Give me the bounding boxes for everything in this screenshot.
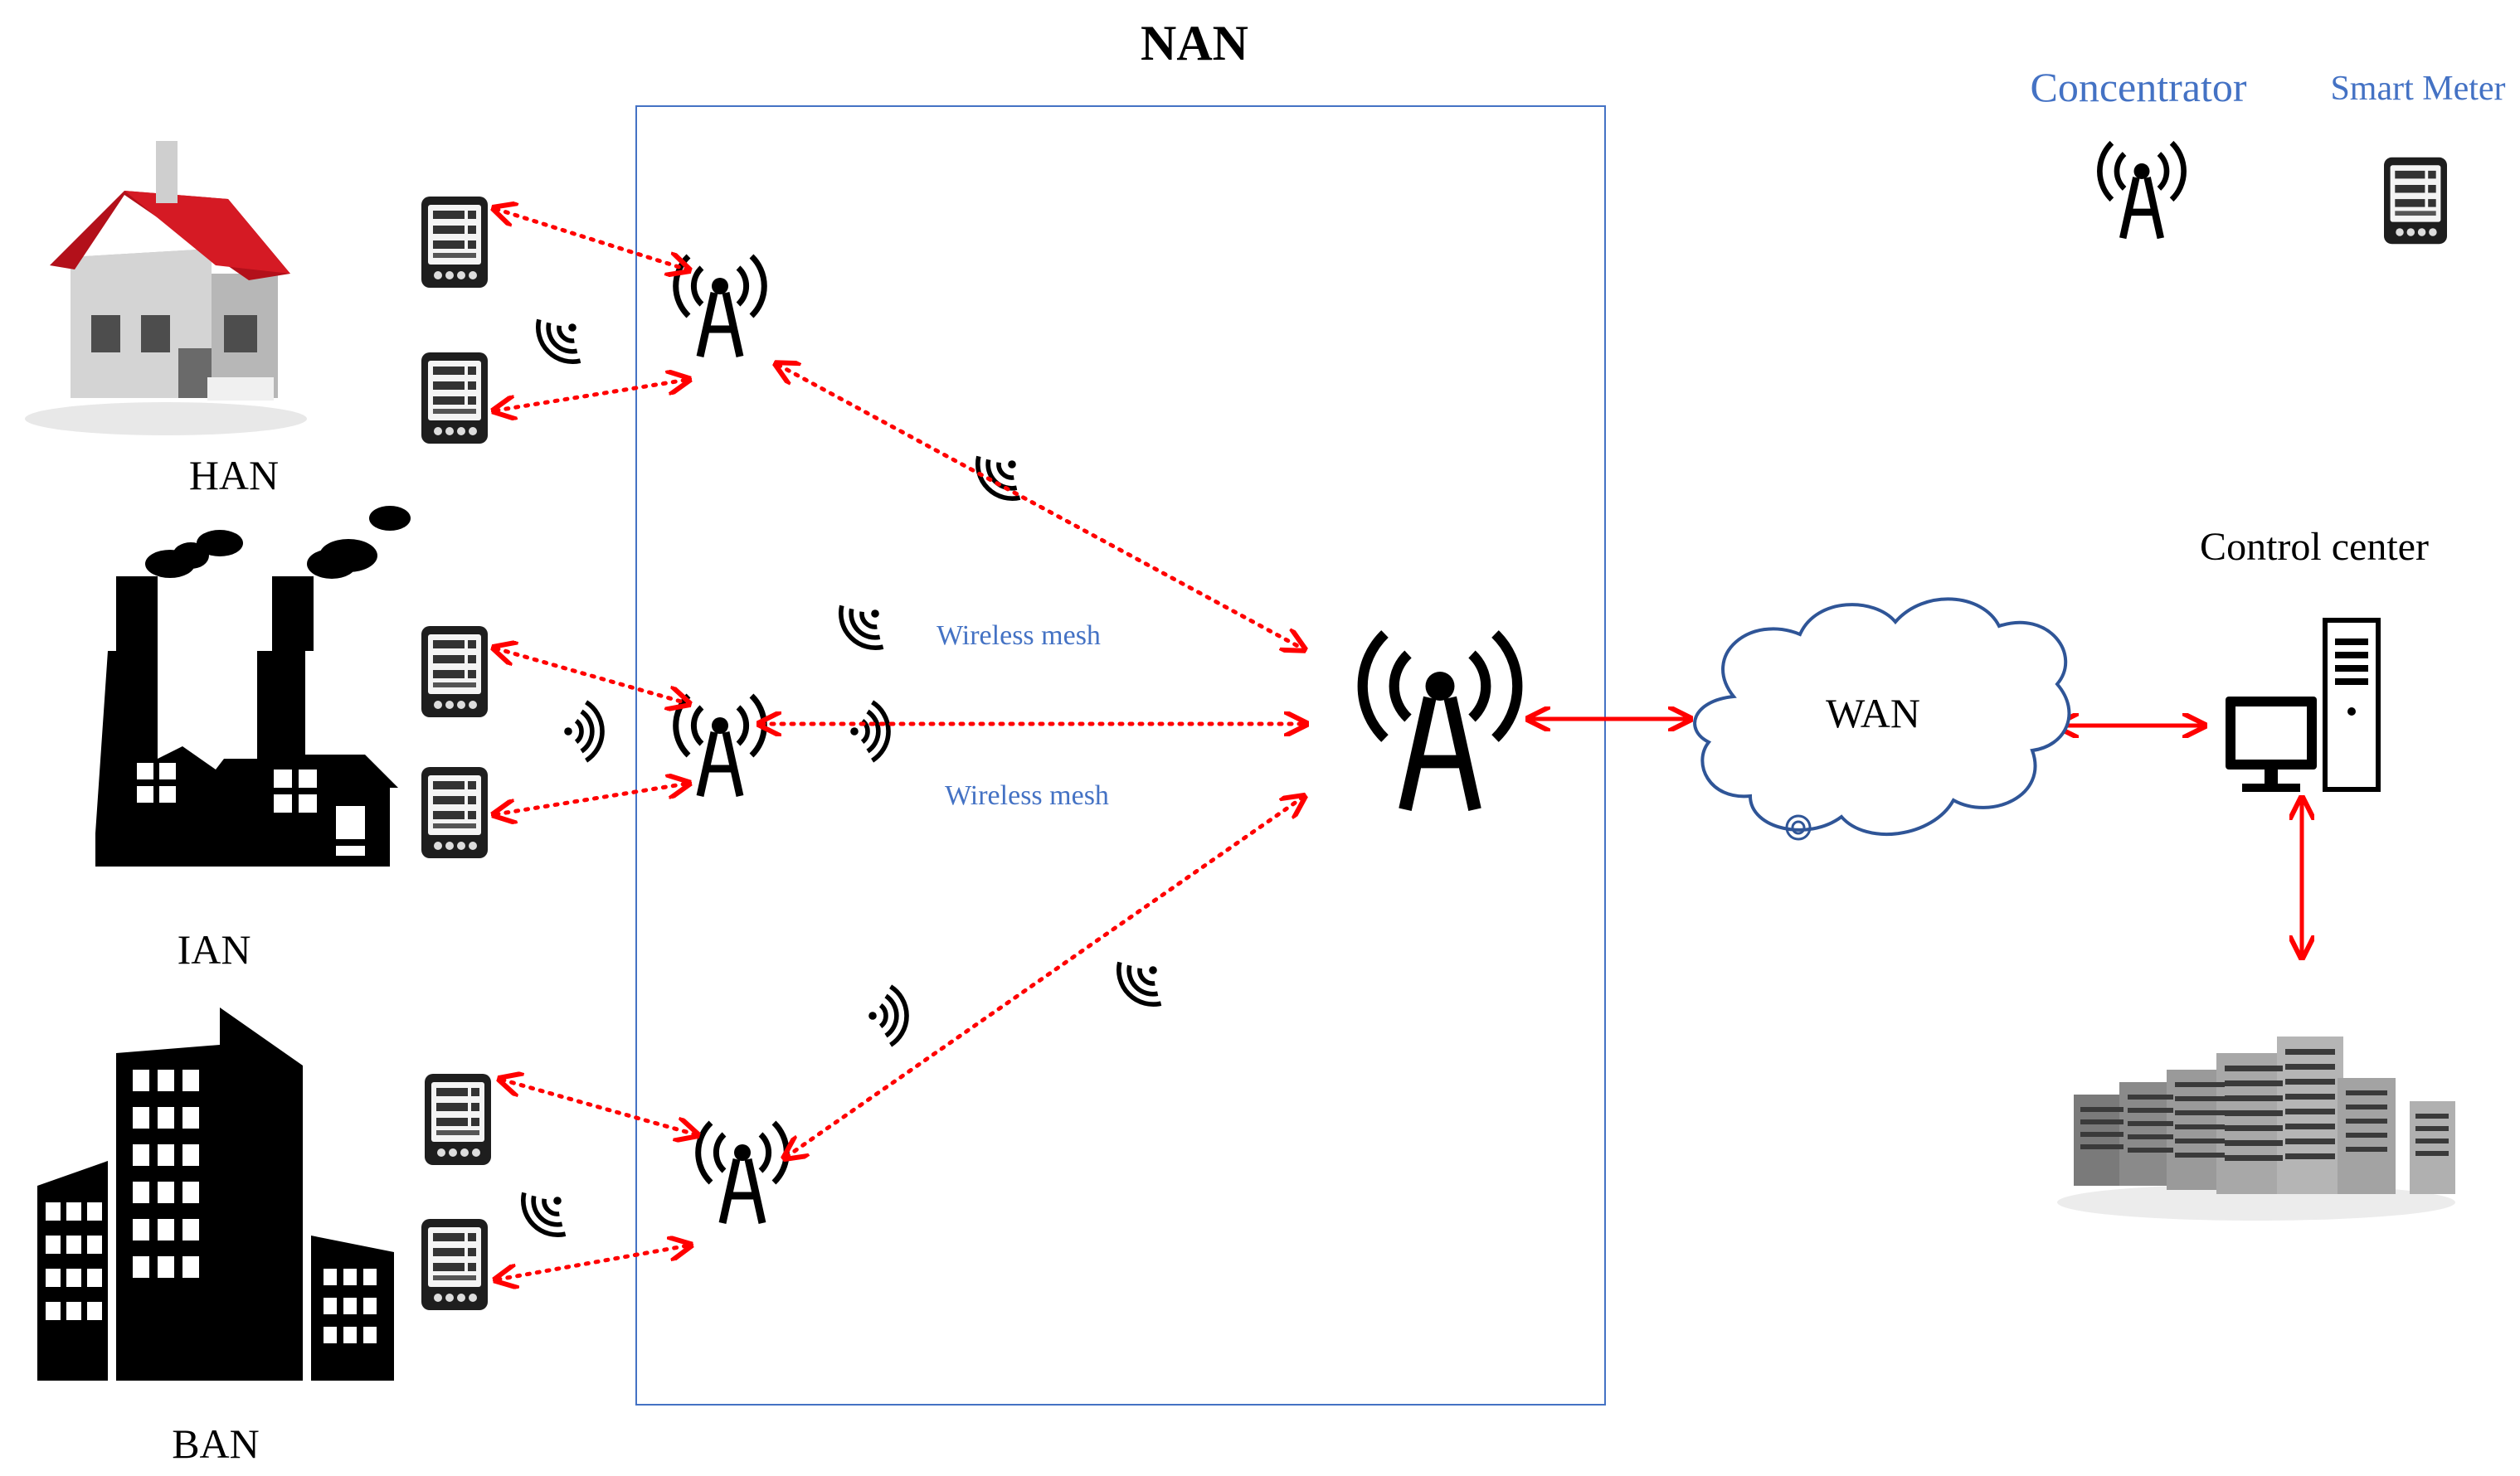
- wan-cloud-icon: [1693, 597, 2071, 841]
- nan-boundary: [635, 105, 1606, 1406]
- mesh-link: [778, 365, 1302, 648]
- ban-label: BAN: [172, 1420, 260, 1467]
- control-center-label: Control center: [2200, 525, 2429, 569]
- meter-link: [496, 380, 687, 410]
- wan-label: WAN: [1826, 690, 1920, 736]
- wireless-signal-icon: [564, 702, 602, 760]
- legend-antenna-tower-icon: [2099, 143, 2183, 238]
- smart-meter-icon: [421, 626, 488, 717]
- concentrator-icon: [698, 1123, 787, 1223]
- wireless-mesh-label: Wireless mesh: [945, 780, 1109, 811]
- mesh-link: [786, 798, 1302, 1157]
- office-building-icon: [37, 1007, 394, 1381]
- wireless-signal-icon: [528, 304, 596, 372]
- central-concentrator-icon: [1363, 634, 1518, 810]
- wireless-signal-icon: [513, 1177, 581, 1245]
- ian-label: IAN: [178, 926, 251, 973]
- factory-icon: [95, 506, 411, 867]
- legend-smart-meter-icon: [2384, 157, 2447, 245]
- legend-concentrator-label: Concentrator: [2030, 64, 2246, 110]
- smart-meter-icon: [421, 767, 488, 858]
- computer-icon: [2226, 618, 2381, 792]
- meter-link: [496, 648, 687, 703]
- legend: Concentrator Smart Meter: [2030, 64, 2506, 245]
- concentrator-icon: [676, 256, 765, 357]
- wireless-signal-icon: [850, 702, 888, 760]
- nan-title: NAN: [1141, 16, 1248, 70]
- meter-link: [498, 1245, 688, 1279]
- wireless-signal-icon: [868, 987, 907, 1045]
- smart-meter-icon: [425, 1074, 491, 1165]
- wireless-signal-icon: [1108, 947, 1176, 1015]
- meter-link: [496, 784, 687, 814]
- server-rack-icon: [2057, 1037, 2455, 1221]
- han-label: HAN: [189, 452, 279, 498]
- smart-meter-icon: [421, 352, 488, 444]
- legend-smart-meter-label: Smart Meter: [2330, 70, 2505, 108]
- meter-link: [496, 209, 687, 269]
- wireless-signal-icon: [830, 590, 898, 658]
- meter-link: [502, 1080, 695, 1134]
- smart-meter-icon: [421, 197, 488, 288]
- house-icon: [25, 141, 307, 435]
- concentrator-icon: [676, 696, 765, 796]
- smart-meter-icon: [421, 1219, 488, 1310]
- wireless-mesh-label: Wireless mesh: [936, 620, 1101, 651]
